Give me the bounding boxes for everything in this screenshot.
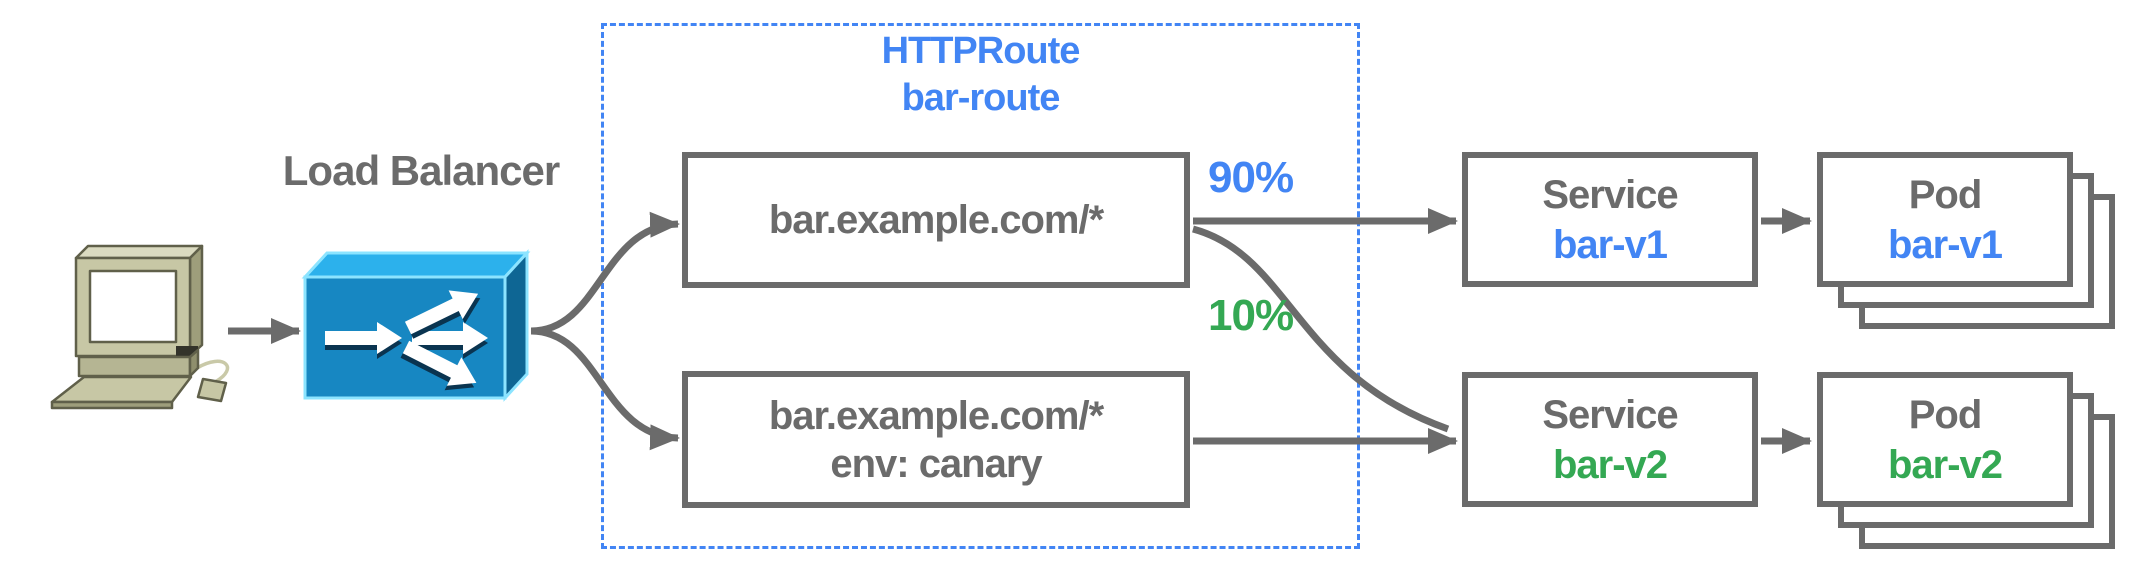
route-rule-1-box: bar.example.com/* bbox=[682, 152, 1190, 288]
weight-10-label: 10% bbox=[1208, 291, 1294, 340]
arrow-lb-to-rule1 bbox=[530, 211, 680, 335]
route-rule-2-match: bar.example.com/* bbox=[768, 393, 1104, 438]
load-balancer-label: Load Balancer bbox=[282, 147, 560, 194]
httproute-dashed-box bbox=[601, 23, 1360, 549]
weight-90-label: 90% bbox=[1208, 153, 1294, 202]
pod-label: Pod bbox=[1908, 172, 1983, 217]
route-rule-2-box: bar.example.com/* env: canary bbox=[682, 371, 1190, 508]
route-rule-2-header: env: canary bbox=[830, 441, 1042, 486]
lb-arrows-glyph bbox=[325, 290, 488, 391]
load-balancer-icon bbox=[301, 249, 531, 402]
pod-label: Pod bbox=[1908, 392, 1983, 437]
pod-bar-v1-card: Pod bar-v1 bbox=[1817, 152, 2073, 287]
pod-bar-v2-card: Pod bar-v2 bbox=[1817, 372, 2073, 507]
httproute-kind: HTTPRoute bbox=[881, 30, 1081, 72]
service-name: bar-v1 bbox=[1552, 222, 1668, 267]
curve-rule1-split-to-service-v2 bbox=[1192, 225, 1450, 433]
service-bar-v2-box: Service bar-v2 bbox=[1462, 372, 1758, 507]
pod-name: bar-v1 bbox=[1887, 222, 2003, 267]
service-label: Service bbox=[1542, 172, 1678, 217]
route-rule-1-match: bar.example.com/* bbox=[768, 198, 1104, 242]
httproute-name: bar-route bbox=[901, 77, 1061, 119]
pod-bar-v2-stack: Pod bar-v2 bbox=[1817, 372, 2115, 549]
service-label: Service bbox=[1542, 392, 1678, 437]
service-bar-v1-box: Service bar-v1 bbox=[1462, 152, 1758, 287]
pod-bar-v1-stack: Pod bar-v1 bbox=[1817, 152, 2115, 329]
arrow-lb-to-rule2 bbox=[530, 327, 680, 451]
service-name: bar-v2 bbox=[1552, 442, 1668, 487]
computer-icon bbox=[50, 244, 229, 410]
httproute-title: HTTPRoute bar-route bbox=[601, 28, 1360, 122]
pod-name: bar-v2 bbox=[1887, 442, 2003, 487]
